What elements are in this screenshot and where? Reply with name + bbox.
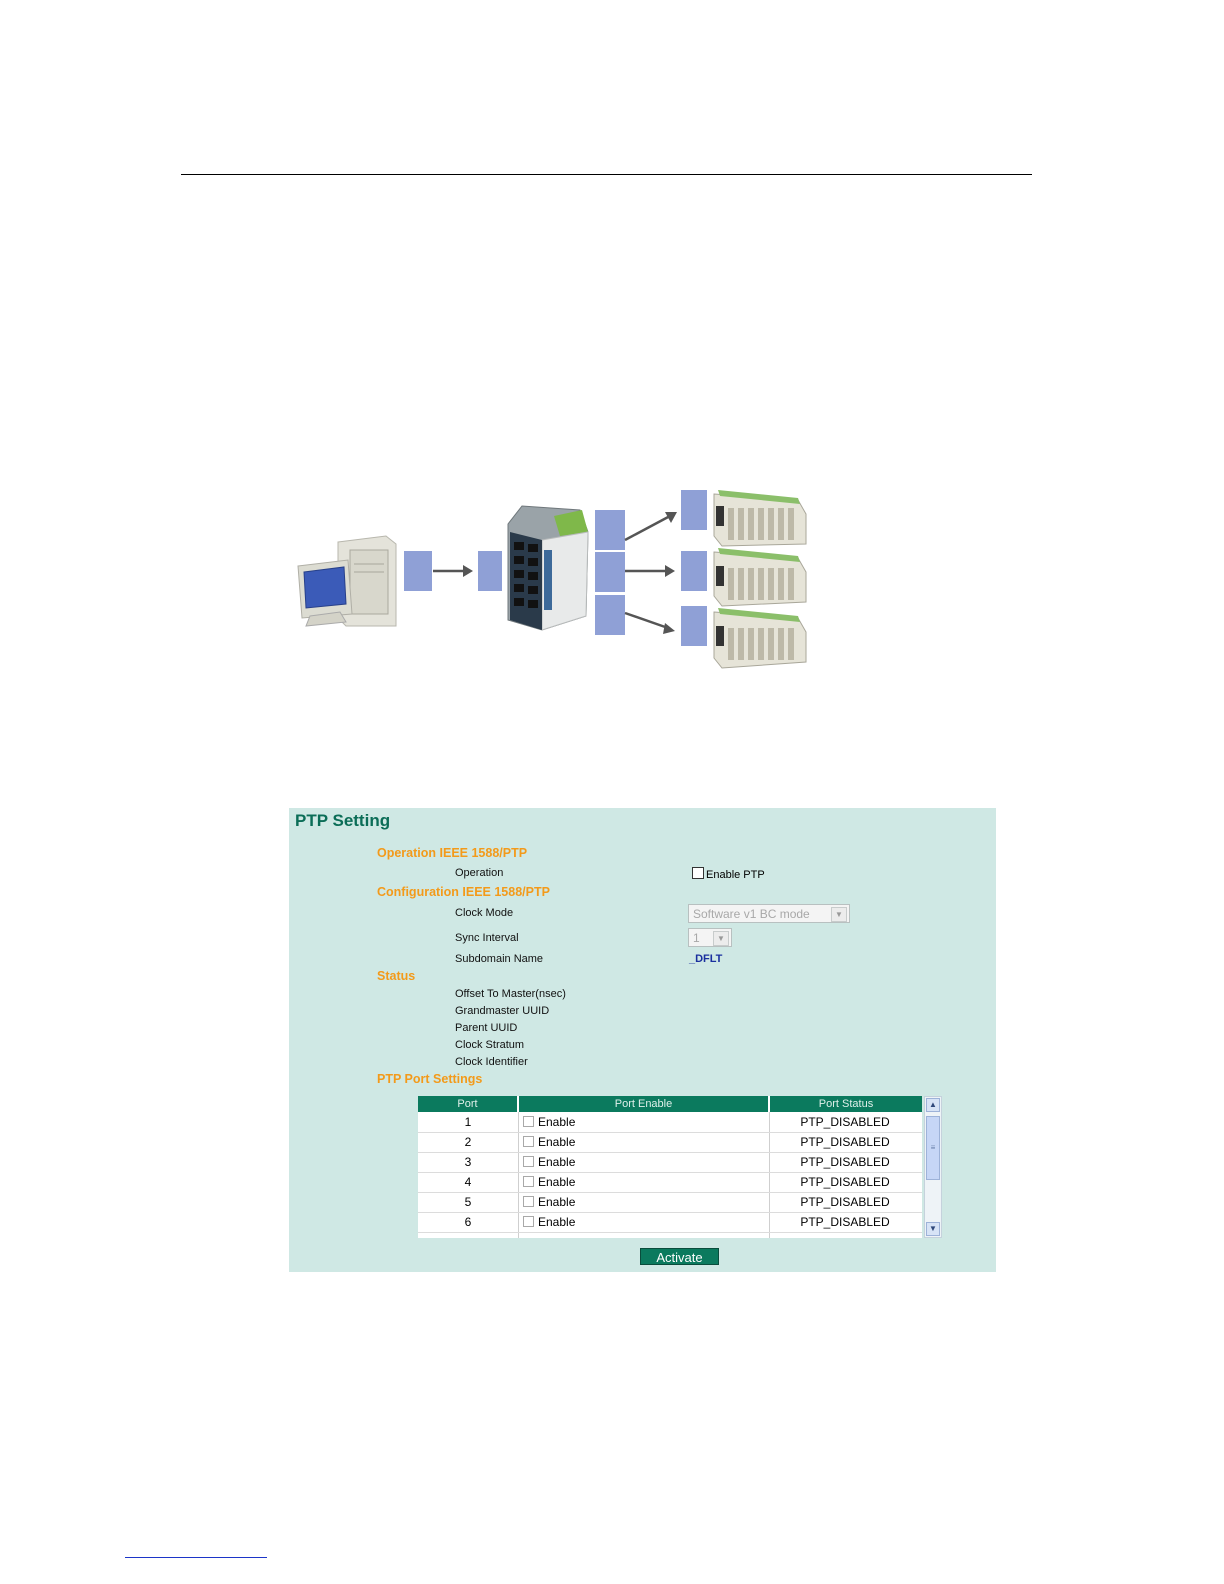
arrow-icon (625, 565, 675, 577)
port-status: PTP_DISABLED (800, 1115, 890, 1129)
port-enable-label: Enable (538, 1155, 576, 1169)
clock-identifier-label: Clock Identifier (455, 1056, 528, 1068)
network-diagram (297, 490, 807, 669)
placeholder-box (595, 552, 625, 592)
port-enable-field[interactable]: Enable (523, 1152, 768, 1172)
port-status: PTP_DISABLED (800, 1195, 890, 1209)
clock-mode-label: Clock Mode (455, 907, 514, 919)
placeholder-box (404, 551, 432, 591)
io-module-icon (713, 608, 807, 669)
port-enable-label: Enable (538, 1215, 576, 1229)
operation-label: Operation (455, 867, 504, 879)
port-enable-checkbox[interactable] (523, 1136, 534, 1147)
port-enable-checkbox[interactable] (523, 1196, 534, 1207)
column-divider (518, 1112, 519, 1238)
subdomain-value: _DFLT (689, 953, 723, 965)
header-port: Port (418, 1096, 517, 1112)
header-rule (181, 174, 1032, 175)
io-module-icon (713, 490, 807, 547)
table-row: 5 Enable PTP_DISABLED (418, 1192, 922, 1213)
section-operation: Operation IEEE 1588/PTP (377, 846, 528, 860)
activate-button[interactable]: Activate (640, 1248, 719, 1265)
port-table: Port Port Enable Port Status 1 Enable PT… (418, 1096, 922, 1238)
clock-stratum-label: Clock Stratum (455, 1039, 525, 1051)
port-enable-checkbox[interactable] (523, 1116, 534, 1127)
table-row: 3 Enable PTP_DISABLED (418, 1152, 922, 1173)
placeholder-box (595, 510, 625, 550)
port-status: PTP_DISABLED (800, 1215, 890, 1229)
port-enable-field[interactable]: Enable (523, 1212, 768, 1232)
clock-mode-value: Software v1 BC mode (693, 907, 810, 921)
port-status: PTP_DISABLED (800, 1135, 890, 1149)
sync-interval-value: 1 (693, 931, 700, 945)
io-module-icon (713, 548, 807, 607)
table-scrollbar[interactable]: ▲ ≡ ▼ (924, 1096, 942, 1238)
placeholder-box (681, 490, 707, 530)
port-enable-label: Enable (538, 1115, 576, 1129)
enable-ptp-checkbox[interactable] (692, 867, 704, 879)
section-status: Status (377, 969, 416, 983)
port-number: 1 (464, 1115, 472, 1129)
switch-icon (507, 505, 589, 631)
table-header: Port Port Enable Port Status (418, 1096, 922, 1112)
port-number: 5 (464, 1195, 472, 1209)
port-number: 4 (464, 1175, 472, 1189)
computer-icon (297, 535, 397, 627)
header-port-enable: Port Enable (519, 1096, 768, 1112)
port-number: 6 (464, 1215, 472, 1229)
port-enable-checkbox[interactable] (523, 1156, 534, 1167)
table-row: 1 Enable PTP_DISABLED (418, 1112, 922, 1133)
port-enable-field[interactable]: Enable (523, 1172, 768, 1192)
scrollbar-thumb[interactable]: ≡ (926, 1116, 940, 1180)
port-enable-checkbox[interactable] (523, 1216, 534, 1227)
offset-label: Offset To Master(nsec) (455, 988, 566, 1000)
placeholder-box (681, 551, 707, 591)
ptp-setting-panel: PTP Setting Operation IEEE 1588/PTP Oper… (289, 808, 996, 1272)
table-row: 6 Enable PTP_DISABLED (418, 1212, 922, 1233)
table-row: 4 Enable PTP_DISABLED (418, 1172, 922, 1193)
section-configuration: Configuration IEEE 1588/PTP (377, 885, 550, 899)
port-enable-field[interactable]: Enable (523, 1192, 768, 1212)
arrow-icon (624, 611, 675, 634)
port-status: PTP_DISABLED (800, 1175, 890, 1189)
port-enable-field[interactable]: Enable (523, 1132, 768, 1152)
port-enable-label: Enable (538, 1195, 576, 1209)
chevron-down-icon: ▼ (713, 931, 729, 946)
placeholder-box (478, 551, 502, 591)
sync-interval-label: Sync Interval (455, 932, 519, 944)
column-divider (769, 1112, 770, 1238)
port-enable-field[interactable]: Enable (523, 1112, 768, 1132)
port-number: 3 (464, 1155, 472, 1169)
port-enable-checkbox[interactable] (523, 1176, 534, 1187)
page-title: PTP Setting (295, 811, 391, 830)
port-enable-label: Enable (538, 1135, 576, 1149)
chevron-down-icon[interactable]: ▼ (926, 1222, 940, 1236)
port-number: 2 (464, 1135, 472, 1149)
placeholder-box (681, 606, 707, 646)
enable-ptp-field[interactable]: Enable PTP (692, 867, 765, 881)
subdomain-label: Subdomain Name (455, 953, 544, 965)
chevron-up-icon[interactable]: ▲ (926, 1098, 940, 1112)
header-port-status: Port Status (770, 1096, 922, 1112)
chevron-down-icon: ▼ (831, 907, 847, 922)
arrow-icon (433, 565, 473, 577)
placeholder-box (595, 595, 625, 635)
enable-ptp-label: Enable PTP (706, 869, 765, 881)
arrow-icon (624, 512, 677, 542)
parent-uuid-label: Parent UUID (455, 1022, 518, 1034)
port-enable-label: Enable (538, 1175, 576, 1189)
table-row: 2 Enable PTP_DISABLED (418, 1132, 922, 1153)
clock-mode-select[interactable]: Software v1 BC mode ▼ (688, 904, 850, 923)
sync-interval-select[interactable]: 1 ▼ (688, 928, 732, 947)
grandmaster-label: Grandmaster UUID (455, 1005, 550, 1017)
port-status: PTP_DISABLED (800, 1155, 890, 1169)
section-port-settings: PTP Port Settings (377, 1072, 483, 1086)
footer-link-rule (125, 1557, 267, 1558)
